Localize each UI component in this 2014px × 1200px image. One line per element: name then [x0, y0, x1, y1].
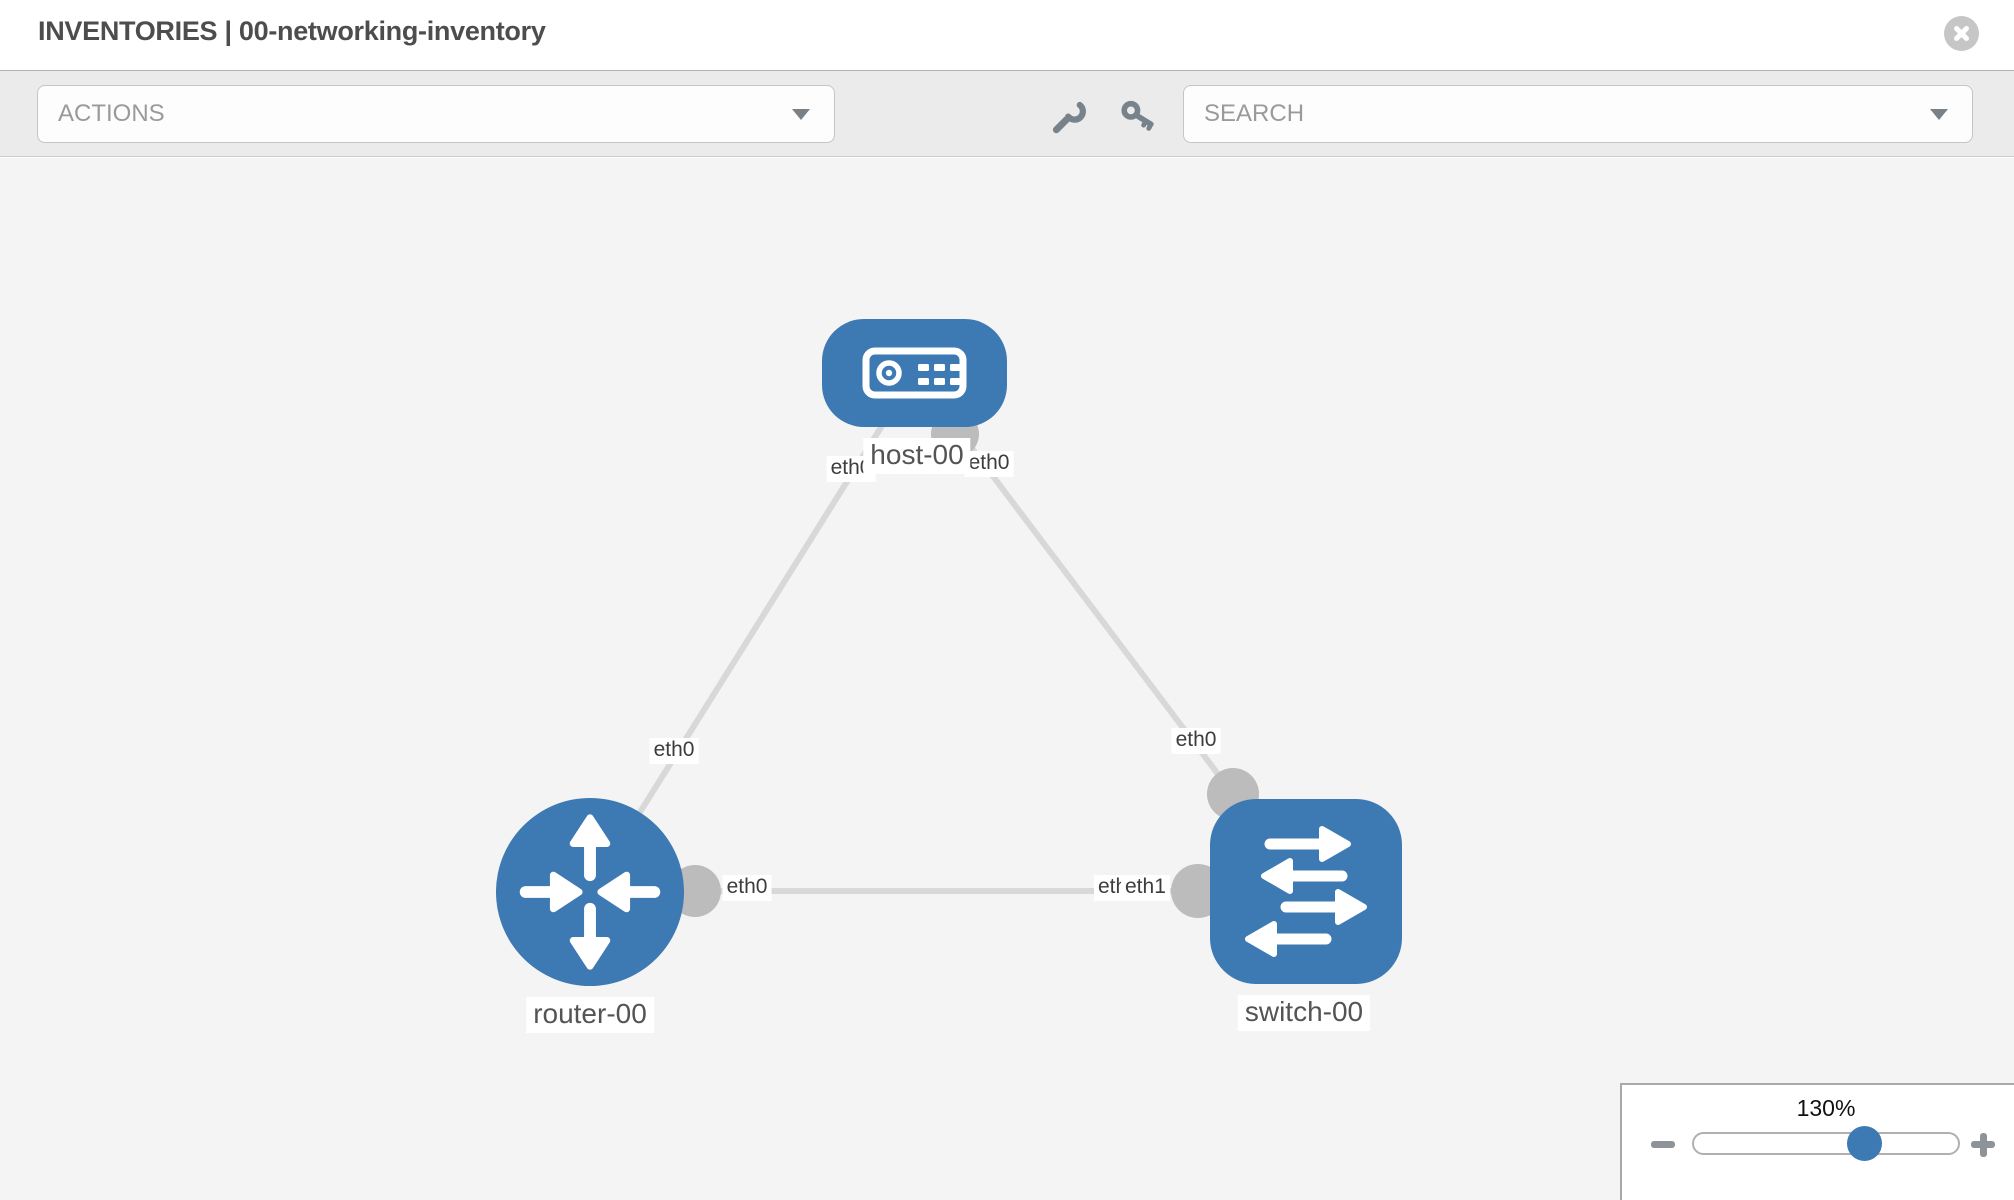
node-switch-00[interactable]: [1210, 799, 1402, 984]
iface-label-switch-eth1-left: eth1: [1121, 875, 1170, 901]
zoom-in-icon[interactable]: [1966, 1127, 2000, 1161]
server-icon: [822, 319, 1007, 427]
zoom-out-icon[interactable]: [1646, 1127, 1680, 1161]
zoom-slider-track[interactable]: [1692, 1132, 1960, 1155]
chevron-down-icon: [1930, 108, 1948, 120]
node-label-switch-00: switch-00: [1237, 995, 1371, 1031]
credentials-button[interactable]: [1115, 97, 1159, 141]
node-router-00[interactable]: [496, 798, 684, 986]
node-label-router-00: router-00: [526, 997, 654, 1033]
configure-tools-button[interactable]: [1046, 97, 1090, 141]
chevron-down-icon: [792, 108, 810, 120]
router-icon: [496, 798, 684, 986]
header: INVENTORIES | 00-networking-inventory: [0, 0, 2014, 70]
key-icon: [1117, 97, 1157, 142]
search-dropdown[interactable]: SEARCH: [1183, 85, 1973, 143]
iface-label-switch-eth0-top: eth0: [1171, 728, 1221, 754]
actions-dropdown-label: ACTIONS: [58, 100, 165, 127]
toolbar: ACTIONS SEARCH: [0, 70, 2014, 157]
iface-label-router-eth0-top: eth0: [649, 738, 699, 764]
node-host-00[interactable]: [822, 319, 1007, 427]
zoom-slider-thumb[interactable]: [1847, 1126, 1882, 1161]
wrench-icon: [1048, 97, 1088, 142]
actions-dropdown[interactable]: ACTIONS: [37, 85, 835, 143]
page-title: INVENTORIES | 00-networking-inventory: [38, 16, 546, 46]
node-label-host-00: host-00: [863, 438, 971, 474]
close-icon[interactable]: [1944, 16, 1979, 51]
topology-canvas[interactable]: host-00 router-00 switch-00 eth0 eth0 et…: [0, 158, 2014, 1200]
switch-icon: [1210, 799, 1402, 984]
zoom-level-value: 130%: [1796, 1095, 1856, 1121]
iface-label-host-eth0-right: eth0: [964, 451, 1014, 477]
iface-label-router-eth0-right: eth0: [722, 875, 772, 901]
topology-edges-layer: [587, 371, 1306, 918]
zoom-control-panel: 130%: [1620, 1083, 2014, 1200]
search-dropdown-label: SEARCH: [1204, 100, 1305, 127]
